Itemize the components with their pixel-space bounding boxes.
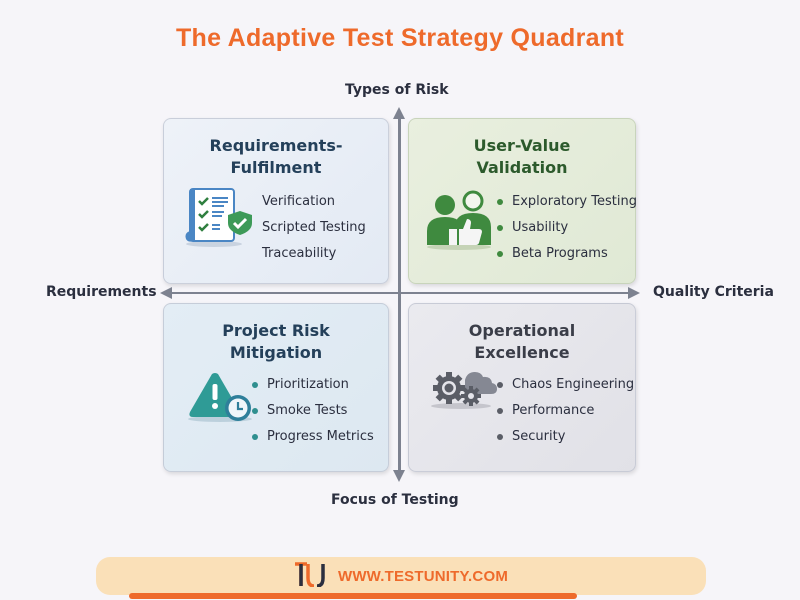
arrow-down-icon	[393, 470, 405, 482]
quadrant-title-line1: User-Value	[473, 136, 571, 155]
quadrant-items: Verification Scripted Testing Traceabili…	[262, 189, 366, 267]
bullet-icon	[252, 434, 258, 440]
quadrant-title: Requirements- Fulfilment	[164, 135, 388, 179]
bullet-icon	[497, 434, 503, 440]
warning-clock-icon	[186, 372, 258, 428]
horizontal-axis-line	[170, 292, 630, 294]
quadrant-title-line2: Mitigation	[229, 343, 323, 362]
list-item: Exploratory Testing	[497, 189, 637, 215]
arrow-right-icon	[628, 287, 640, 299]
quadrant-title-line1: Requirements-	[209, 136, 343, 155]
axis-label-top: Types of Risk	[345, 82, 449, 98]
quadrant-title: User-Value Validation	[409, 135, 635, 179]
item-label: Security	[512, 429, 566, 444]
bullet-icon	[252, 408, 258, 414]
item-label: Performance	[512, 403, 595, 418]
arrow-left-icon	[160, 287, 172, 299]
list-item: Beta Programs	[497, 241, 637, 267]
quadrant-title-line1: Operational	[468, 321, 576, 340]
quadrant-requirements-fulfilment: Requirements- Fulfilment Verification Sc…	[163, 118, 389, 284]
bullet-icon	[497, 199, 503, 205]
list-item: Security	[497, 424, 634, 450]
quadrant-title: Project Risk Mitigation	[164, 320, 388, 364]
quadrant-title-line2: Validation	[476, 158, 568, 177]
quadrant-items: Exploratory Testing Usability Beta Progr…	[497, 189, 637, 267]
gears-cloud-icon	[429, 368, 501, 414]
item-label: Traceability	[262, 246, 337, 261]
item-label: Exploratory Testing	[512, 194, 637, 209]
testunity-logo-icon	[294, 561, 328, 591]
item-label: Smoke Tests	[267, 403, 348, 418]
bullet-icon	[497, 382, 503, 388]
footer-accent-bar	[129, 593, 577, 599]
quadrant-title: Operational Excellence	[409, 320, 635, 364]
axis-label-right: Quality Criteria	[653, 284, 774, 300]
list-item: Performance	[497, 398, 634, 424]
list-item: Prioritization	[252, 372, 374, 398]
bullet-icon	[497, 408, 503, 414]
item-label: Usability	[512, 220, 569, 235]
quadrant-items: Prioritization Smoke Tests Progress Metr…	[252, 372, 374, 450]
list-item: Chaos Engineering	[497, 372, 634, 398]
quadrant-user-value-validation: User-Value Validation Exploratory Testin…	[408, 118, 637, 284]
quadrant-title-line1: Project Risk	[222, 321, 330, 340]
list-item: Progress Metrics	[252, 424, 374, 450]
bullet-icon	[252, 382, 258, 388]
footer-banner: WWW.TESTUNITY.COM	[96, 557, 706, 595]
list-item: Scripted Testing	[262, 215, 366, 241]
item-label: Verification	[262, 194, 336, 209]
checklist-document-icon	[184, 187, 256, 253]
item-label: Prioritization	[267, 377, 349, 392]
quadrant-items: Chaos Engineering Performance Security	[497, 372, 634, 450]
item-label: Progress Metrics	[267, 429, 374, 444]
bullet-icon	[497, 251, 503, 257]
axis-label-left: Requirements	[46, 284, 157, 300]
users-thumbs-up-icon	[423, 189, 499, 255]
list-item: Traceability	[262, 241, 366, 267]
list-item: Usability	[497, 215, 637, 241]
item-label: Beta Programs	[512, 246, 608, 261]
list-item: Verification	[262, 189, 366, 215]
vertical-axis-line	[398, 118, 401, 472]
quadrant-operational-excellence: Operational Excellence	[408, 303, 636, 472]
page-title: The Adaptive Test Strategy Quadrant	[175, 24, 625, 52]
quadrant-title-line2: Fulfilment	[230, 158, 322, 177]
website-link[interactable]: WWW.TESTUNITY.COM	[337, 567, 509, 585]
item-label: Chaos Engineering	[512, 377, 635, 392]
axis-label-bottom: Focus of Testing	[331, 492, 459, 508]
arrow-up-icon	[393, 107, 405, 119]
quadrant-title-line2: Excellence	[474, 343, 570, 362]
list-item: Smoke Tests	[252, 398, 374, 424]
quadrant-project-risk-mitigation: Project Risk Mitigation Prioritization S…	[163, 303, 389, 472]
item-label: Scripted Testing	[262, 220, 366, 235]
bullet-icon	[497, 225, 503, 231]
